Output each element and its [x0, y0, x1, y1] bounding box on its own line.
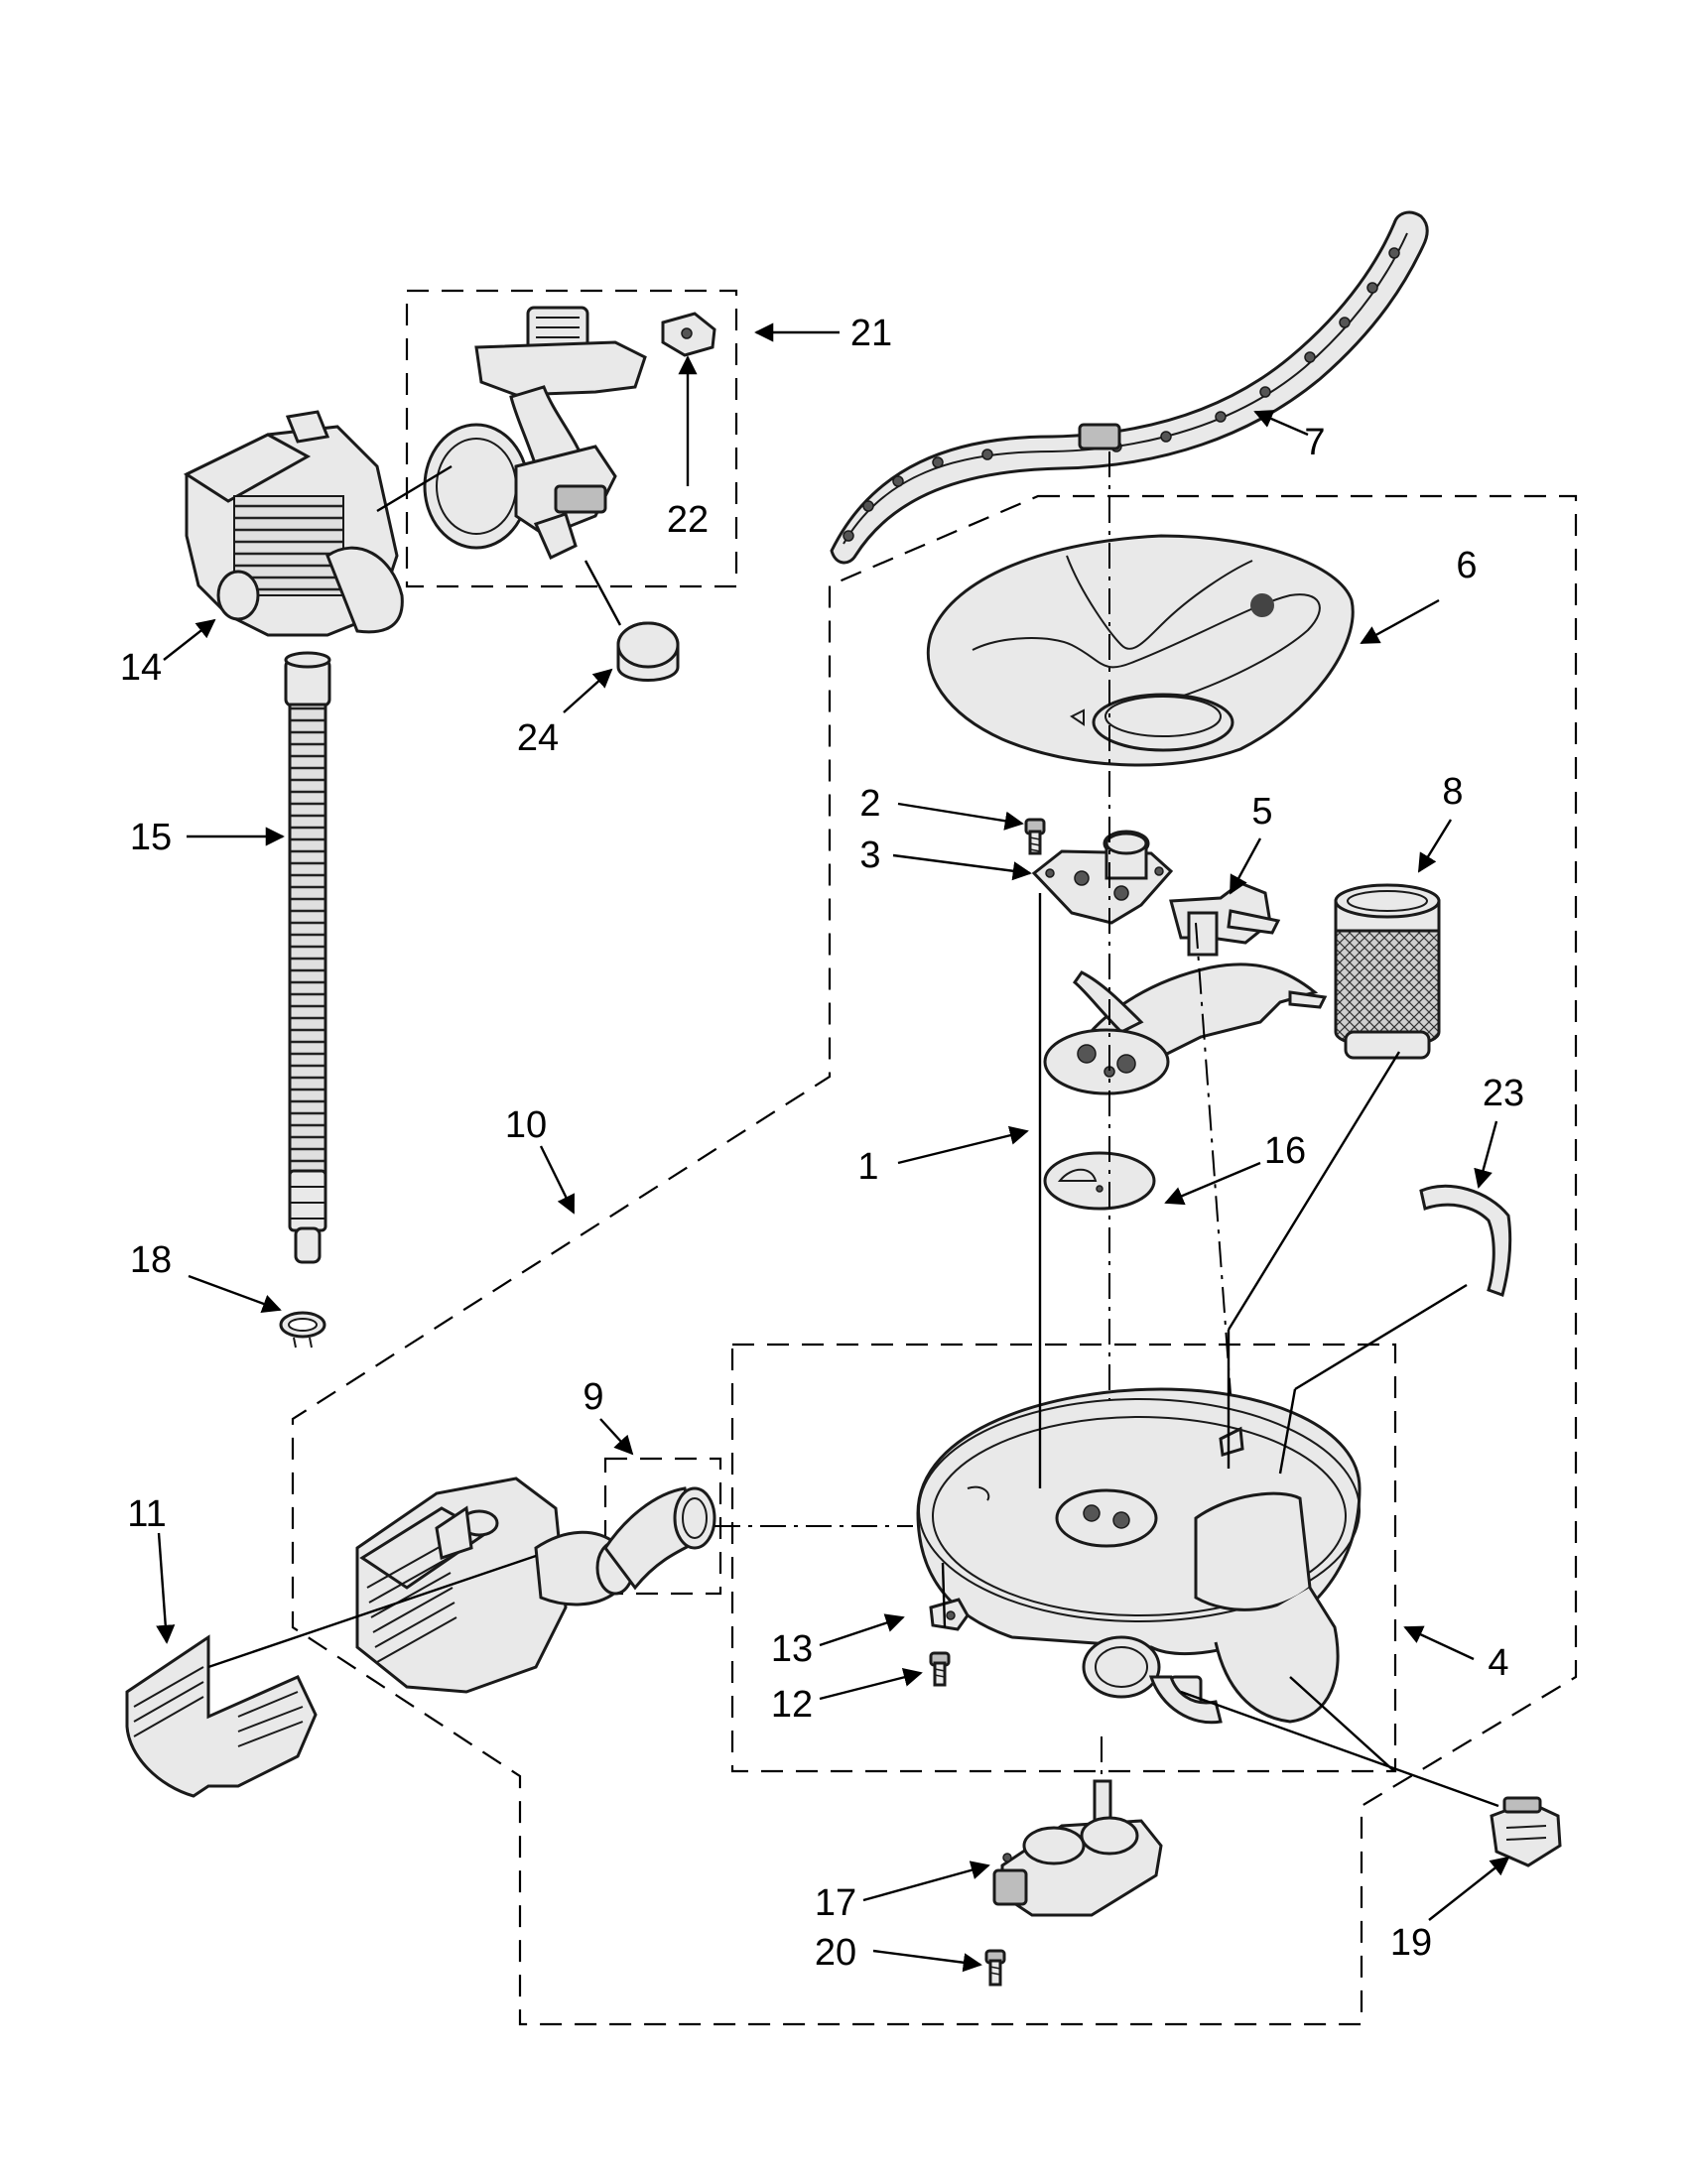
callout-3: 3: [859, 835, 880, 876]
callout-labels: 1 2 3 4 5 6 7 8 9 10 11 12 13 14 15 16 1…: [120, 313, 1524, 1974]
part-1-filter-housing: [1043, 963, 1328, 1095]
part-23-clip: [1419, 1184, 1512, 1297]
part-20-screw: [984, 1949, 1006, 1987]
part-21-valve-assembly: [423, 306, 647, 561]
callout-21: 21: [850, 313, 892, 354]
part-24-cap: [616, 621, 680, 682]
part-4-sump: [916, 1387, 1362, 1725]
callout-1: 1: [857, 1146, 878, 1188]
part-22-clip: [661, 312, 716, 357]
callout-13: 13: [771, 1628, 813, 1670]
part-19-sensor: [1490, 1796, 1562, 1867]
assembly-box-4: [730, 1343, 1397, 1773]
part-13-bracket: [929, 1598, 970, 1631]
part-5-impeller: [1169, 881, 1281, 957]
callout-6: 6: [1456, 545, 1477, 586]
part-11-motor-shield: [125, 1634, 318, 1798]
part-7-lower-spray-arm: [830, 210, 1429, 565]
part-17-diverter-motor: [992, 1779, 1163, 1917]
part-12-screw: [929, 1651, 951, 1687]
part-14-drain-pump: [183, 410, 404, 637]
callout-leaders: [156, 322, 1510, 1973]
callout-20: 20: [815, 1932, 856, 1974]
part-3-pump-cover: [1031, 830, 1174, 925]
part-8-filter-basket: [1334, 883, 1441, 1060]
callout-5: 5: [1251, 791, 1272, 833]
callout-8: 8: [1442, 771, 1463, 813]
callout-15: 15: [130, 817, 172, 858]
alignment-lines: [207, 451, 1499, 1808]
callout-11: 11: [127, 1493, 166, 1535]
part-15-drain-hose: [284, 651, 331, 1264]
motor-cooling-fins: [366, 1542, 457, 1663]
callout-4: 4: [1488, 1642, 1508, 1684]
callout-24: 24: [517, 717, 559, 759]
callout-23: 23: [1483, 1073, 1524, 1114]
callout-22: 22: [667, 499, 709, 541]
callout-16: 16: [1264, 1130, 1306, 1172]
part-9-circulation-pump: [355, 1477, 716, 1694]
callout-10: 10: [505, 1104, 547, 1146]
part-6-filter-cover: [926, 534, 1355, 767]
part-16-disc: [1043, 1151, 1156, 1211]
callout-17: 17: [815, 1882, 856, 1924]
callout-7: 7: [1304, 422, 1325, 463]
callout-9: 9: [583, 1376, 603, 1418]
callout-19: 19: [1390, 1922, 1432, 1964]
part-2-screw: [1024, 818, 1046, 855]
part-18-hose-clamp: [279, 1311, 326, 1349]
callout-12: 12: [771, 1684, 813, 1726]
assembly-outline-10: [291, 494, 1578, 2026]
callout-2: 2: [859, 783, 880, 825]
callout-18: 18: [130, 1239, 172, 1281]
callout-14: 14: [120, 647, 162, 689]
